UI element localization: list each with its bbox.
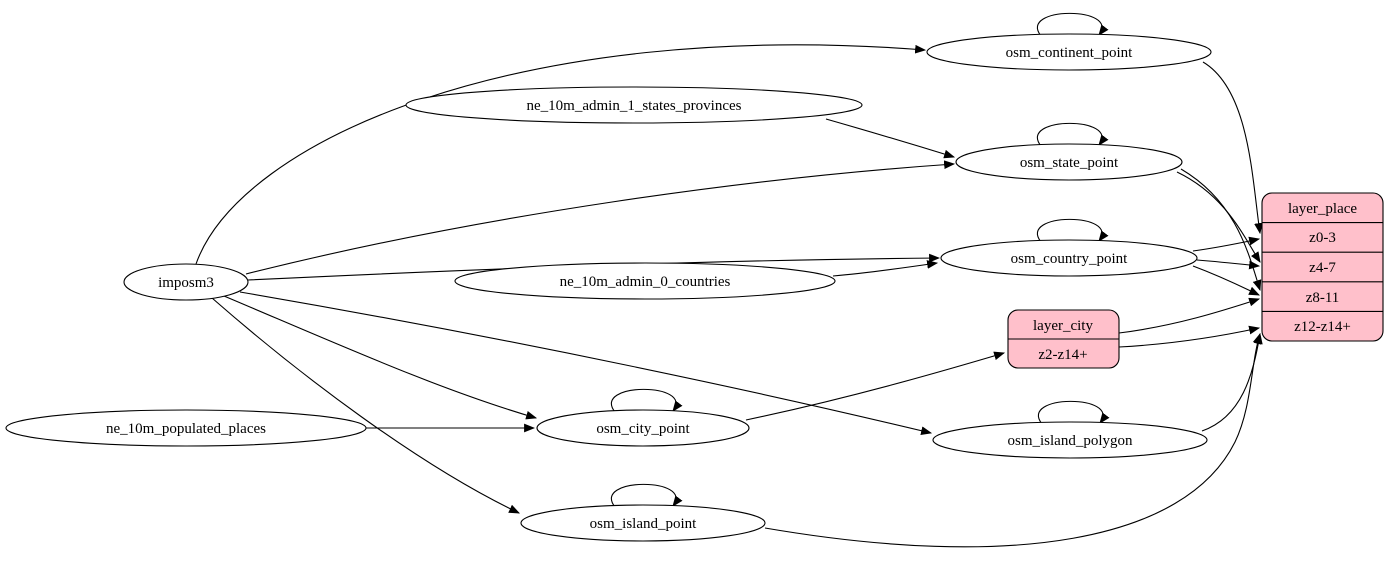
edge-osm_country_point-layer_place-z4-7 <box>1196 259 1261 270</box>
node-ne_10m_admin_0_countries-shape <box>454 262 836 300</box>
node-imposm3: imposm3 <box>123 263 249 301</box>
node-osm_country_point-label: osm_country_point <box>1011 251 1128 267</box>
node-layer_city-title: layer_city <box>1033 318 1093 334</box>
node-osm_island_point-shape <box>520 504 766 542</box>
edge-layer_city-layer_place-z12-z14 <box>1118 325 1261 348</box>
node-layer_place-shape <box>1261 192 1384 342</box>
node-ne_10m_admin_0_countries-label: ne_10m_admin_0_countries <box>560 274 731 290</box>
edge-ne_10m_admin_1_states_provinces-osm_state_point <box>825 118 956 159</box>
edge-imposm3-osm_island_point <box>211 297 520 514</box>
node-osm_continent_point-shape <box>926 33 1212 71</box>
self-loop-osm_state_point <box>1037 122 1109 147</box>
node-osm_city_point-label: osm_city_point <box>596 421 690 437</box>
node-osm_island_point: osm_island_point <box>520 504 766 542</box>
edge-imposm3-osm_island_polygon <box>239 291 933 435</box>
edge-osm_country_point-layer_place-z0-3 <box>1192 236 1261 252</box>
layer_city-row-z2-z14: z2-z14+ <box>1038 347 1087 363</box>
node-ne_10m_admin_1_states_provinces-shape <box>405 86 863 124</box>
node-ne_10m_populated_places: ne_10m_populated_places <box>5 409 367 447</box>
node-osm_continent_point: osm_continent_point <box>926 33 1212 71</box>
edge-osm_continent_point-layer_place-z0-3 <box>1202 61 1263 235</box>
node-osm_country_point-shape <box>940 239 1198 277</box>
node-osm_state_point-label: osm_state_point <box>1020 155 1119 171</box>
node-osm_island_polygon-shape <box>932 421 1208 459</box>
edge-imposm3-osm_state_point <box>245 160 956 275</box>
edge-osm_city_point-layer_city <box>745 351 1006 421</box>
node-layer_place: layer_place z0-3 z4-7 z8-11 z12-z14+ <box>1261 192 1384 342</box>
node-layer_place-title: layer_place <box>1288 201 1357 217</box>
self-loop-osm_country_point <box>1037 218 1109 243</box>
node-osm_state_point-shape <box>955 143 1183 181</box>
node-osm_city_point-shape <box>536 409 750 447</box>
edge-ne_10m_admin_0_countries-osm_country_point <box>832 260 939 277</box>
edge-osm_state_point-layer_place-z4-7 <box>1176 171 1261 263</box>
edges <box>195 12 1263 548</box>
edge-imposm3-osm_city_point <box>223 295 538 420</box>
node-osm_island_point-label: osm_island_point <box>590 516 698 532</box>
edge-layer_city-layer_place-z8-11 <box>1118 297 1261 334</box>
node-osm_city_point: osm_city_point <box>536 409 750 447</box>
layer_place-row-z0-3: z0-3 <box>1309 230 1336 246</box>
node-ne_10m_admin_1_states_provinces: ne_10m_admin_1_states_provinces <box>405 86 863 124</box>
self-loop-osm_city_point <box>611 388 683 413</box>
node-ne_10m_admin_1_states_provinces-label: ne_10m_admin_1_states_provinces <box>527 98 742 114</box>
self-loop-osm_island_polygon <box>1038 400 1110 425</box>
layer_place-row-z8-11: z8-11 <box>1306 290 1340 306</box>
edge-osm_island_point-layer_place-z12-z14 <box>764 332 1262 548</box>
edge-osm_country_point-layer_place-z8-11 <box>1192 265 1260 296</box>
node-osm_continent_point-label: osm_continent_point <box>1006 45 1133 61</box>
edge-osm_state_point-layer_place-z8-11 <box>1180 168 1262 292</box>
node-ne_10m_populated_places-label: ne_10m_populated_places <box>106 421 266 437</box>
self-loop-osm_continent_point <box>1037 12 1109 37</box>
layer_place-row-z4-7: z4-7 <box>1309 260 1336 276</box>
edge-osm_island_polygon-layer_place-z12-z14 <box>1201 332 1263 432</box>
node-osm_island_polygon: osm_island_polygon <box>932 421 1208 459</box>
node-imposm3-shape <box>123 263 249 301</box>
node-ne_10m_admin_0_countries: ne_10m_admin_0_countries <box>454 262 836 300</box>
node-imposm3-label: imposm3 <box>158 275 214 291</box>
node-osm_island_polygon-label: osm_island_polygon <box>1007 433 1133 449</box>
edge-imposm3-osm_continent_point <box>195 44 927 265</box>
node-osm_country_point: osm_country_point <box>940 239 1198 277</box>
node-osm_state_point: osm_state_point <box>955 143 1183 181</box>
node-layer_city: layer_city z2-z14+ <box>1007 309 1120 369</box>
self-loop-osm_island_point <box>611 483 683 508</box>
layer_place-row-z12-z14: z12-z14+ <box>1294 319 1351 335</box>
node-ne_10m_populated_places-shape <box>5 409 367 447</box>
